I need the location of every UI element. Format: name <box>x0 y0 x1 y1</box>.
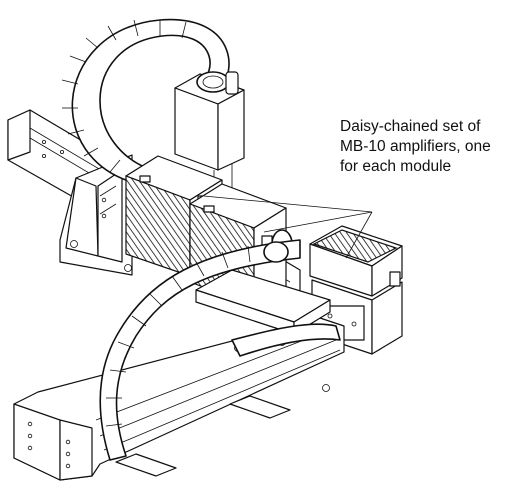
vertical-motor-housing <box>174 71 245 196</box>
callout-line-3: for each module <box>340 158 451 175</box>
callout-line-2: MB-10 amplifiers, one <box>340 138 491 155</box>
callout-label: Daisy-chained set of MB-10 amplifiers, o… <box>340 118 491 175</box>
lower-cable-carrier <box>99 239 341 461</box>
left-carriage-bracket <box>59 154 133 276</box>
callout-line-1: Daisy-chained set of <box>340 118 481 135</box>
callout-leader-lines <box>203 195 373 259</box>
lower-linear-rail <box>13 317 345 481</box>
